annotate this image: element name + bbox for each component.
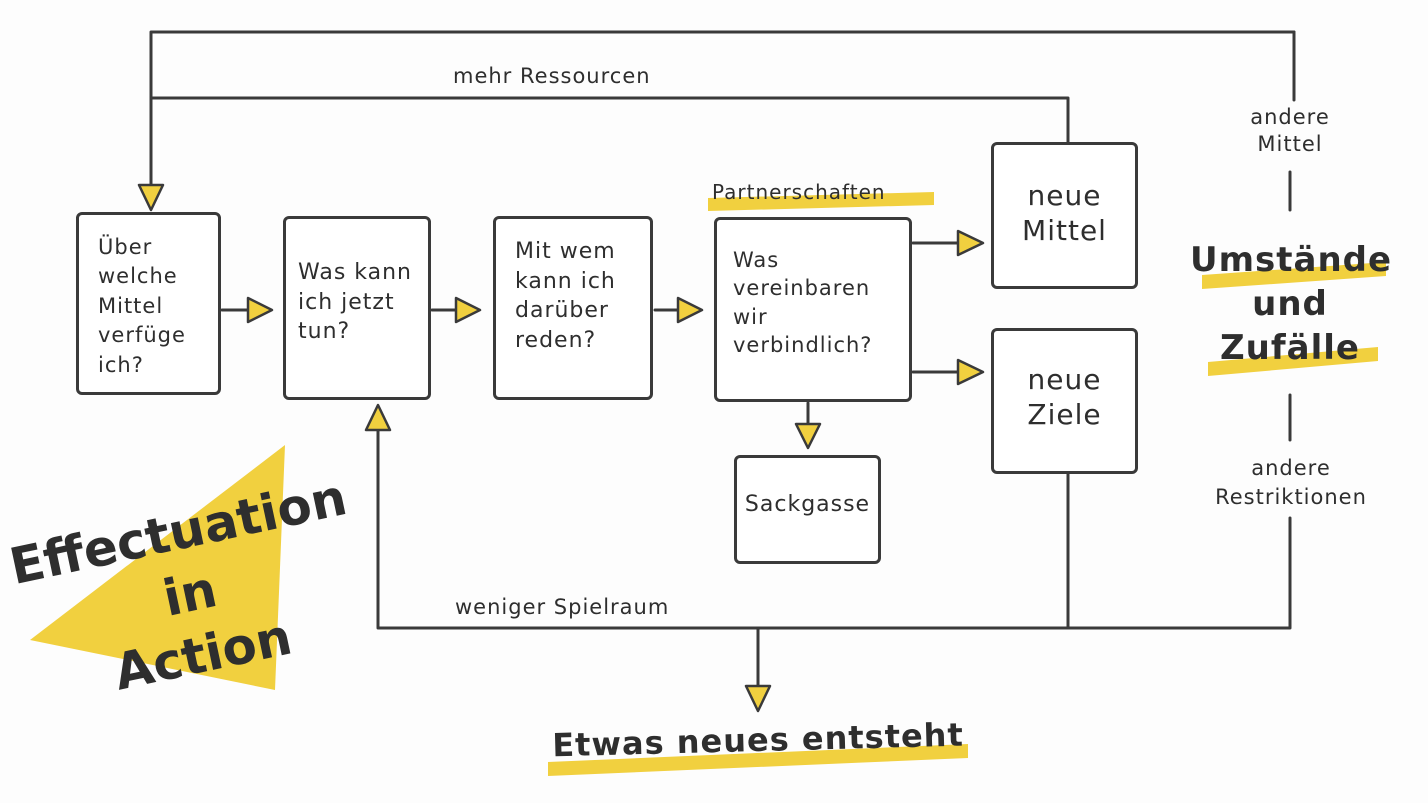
edge-label-weniger-spielraum: weniger Spielraum xyxy=(455,595,670,619)
box-neue-mittel xyxy=(991,142,1138,289)
arrowhead-right-5 xyxy=(956,358,985,386)
outer-loop-line xyxy=(149,30,1296,187)
arrowhead-down-start xyxy=(137,183,165,212)
title-triangle xyxy=(30,445,285,690)
edge-label-mehr-ressourcen: mehr Ressourcen xyxy=(453,64,651,88)
box-sackgasse xyxy=(734,455,881,564)
umstaende-highlight xyxy=(1202,262,1386,289)
mehr-ressourcen-line xyxy=(149,96,1070,144)
box-mittel-verfuege xyxy=(76,212,221,395)
box-was-kann xyxy=(283,216,431,400)
node-vereinbaren: Was vereinbaren wir verbindlich? xyxy=(733,248,873,358)
node-neue-ziele: neue Ziele xyxy=(1027,363,1102,431)
arrowhead-right-3 xyxy=(676,296,704,324)
node-was-kann: Was kann ich jetzt tun? xyxy=(298,260,413,345)
box-mit-wem xyxy=(493,216,653,400)
arrowhead-right-1 xyxy=(246,296,274,324)
node-neue-mittel: neue Mittel xyxy=(1022,179,1107,247)
arrowhead-up-feedback xyxy=(364,403,392,432)
side-label-andere-restriktionen: andere Restriktionen xyxy=(1215,456,1367,510)
node-mittel-verfuege: Über welche Mittel verfüge ich? xyxy=(98,235,186,377)
box-neue-ziele xyxy=(991,328,1138,474)
arrowhead-down-sackgasse xyxy=(794,422,822,450)
box-vereinbaren xyxy=(714,217,912,402)
node-sackgasse: Sackgasse xyxy=(744,492,871,517)
side-label-andere-mittel: andere Mittel xyxy=(1250,105,1330,157)
side-line-bottom xyxy=(376,428,1292,630)
node-mit-wem: Mit wem kann ich darüber reden? xyxy=(515,239,616,354)
result-highlight xyxy=(548,744,968,776)
side-label-umstaende: Umstände und Zufälle xyxy=(1190,240,1393,369)
arrowhead-right-2 xyxy=(454,296,482,324)
partnerschaften-highlight xyxy=(708,192,934,211)
arrowhead-right-4 xyxy=(956,229,985,257)
zufaelle-highlight xyxy=(1208,347,1378,376)
arrowhead-down-result xyxy=(744,684,772,713)
edge-label-partnerschaften: Partnerschaften xyxy=(712,180,886,204)
